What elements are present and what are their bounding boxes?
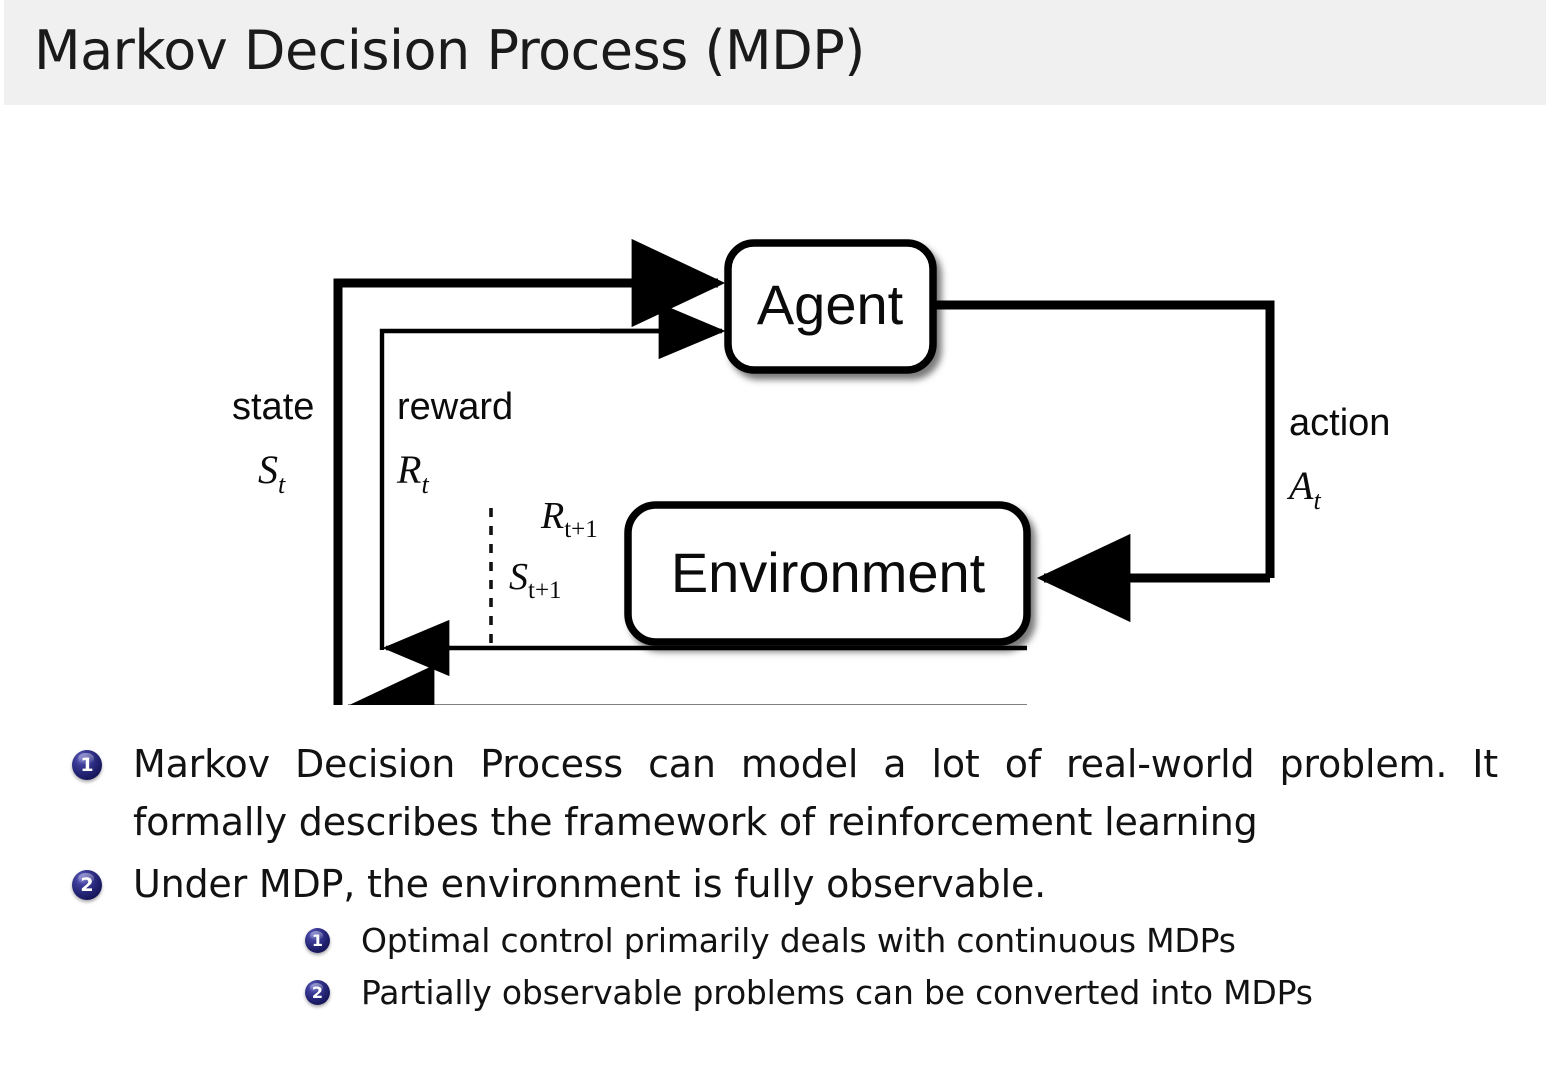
next-state-symbol: St+1 bbox=[509, 556, 562, 604]
reward-line-vertical bbox=[379, 328, 700, 650]
state-word: state bbox=[232, 386, 314, 428]
bullet-number: 2 bbox=[311, 983, 324, 1002]
list-item-text: Markov Decision Process can model a lot … bbox=[133, 742, 1498, 844]
agent-box bbox=[724, 239, 937, 374]
label-state: state St bbox=[232, 386, 314, 499]
list-item-text: Under MDP, the environment is fully obse… bbox=[133, 862, 1047, 906]
next-reward-symbol: Rt+1 bbox=[540, 495, 598, 543]
reward-word: reward bbox=[397, 386, 513, 428]
edge-action-path bbox=[928, 300, 1275, 623]
action-symbol: At bbox=[1286, 463, 1321, 515]
slide-body-content: 1 Markov Decision Process can model a lo… bbox=[0, 735, 1546, 1023]
node-environment: Environment bbox=[624, 501, 1031, 646]
action-line bbox=[928, 300, 1275, 578]
sub-list-item-text: Partially observable problems can be con… bbox=[361, 973, 1313, 1012]
edge-reward-path bbox=[379, 302, 1027, 677]
action-word: action bbox=[1289, 402, 1390, 444]
sub-bullet-marker-1: 1 bbox=[305, 928, 330, 953]
sub-list-item: 1 Optimal control primarily deals with c… bbox=[133, 915, 1546, 967]
mdp-interaction-diagram: Agent Environment state St reward Rt act… bbox=[0, 105, 1546, 705]
sub-list: 1 Optimal control primarily deals with c… bbox=[133, 915, 1546, 1019]
bullet-marker-1: 1 bbox=[72, 750, 102, 780]
list-item: 1 Markov Decision Process can model a lo… bbox=[0, 735, 1546, 851]
sub-bullet-marker-2: 2 bbox=[305, 980, 330, 1005]
reward-symbol: Rt bbox=[396, 447, 429, 499]
environment-box bbox=[624, 501, 1031, 646]
bullet-number: 2 bbox=[80, 874, 94, 896]
bullet-marker-2: 2 bbox=[72, 870, 102, 900]
edge-state-path bbox=[333, 238, 1027, 705]
list-item: 2 Under MDP, the environment is fully ob… bbox=[0, 855, 1546, 1019]
page-title: Markov Decision Process (MDP) bbox=[34, 19, 865, 82]
bullet-number: 1 bbox=[80, 754, 94, 776]
environment-label: Environment bbox=[671, 541, 986, 604]
sub-list-item-text: Optimal control primarily deals with con… bbox=[361, 921, 1236, 960]
label-action: action At bbox=[1286, 402, 1390, 515]
state-symbol: St bbox=[258, 447, 286, 499]
node-agent: Agent bbox=[724, 239, 937, 374]
state-line-vertical bbox=[333, 278, 700, 705]
sub-list-item: 2 Partially observable problems can be c… bbox=[133, 967, 1546, 1019]
slide-header-bar: Markov Decision Process (MDP) bbox=[4, 0, 1546, 105]
label-reward: reward Rt bbox=[396, 386, 513, 499]
bullet-number: 1 bbox=[311, 931, 324, 950]
agent-label: Agent bbox=[757, 273, 904, 336]
